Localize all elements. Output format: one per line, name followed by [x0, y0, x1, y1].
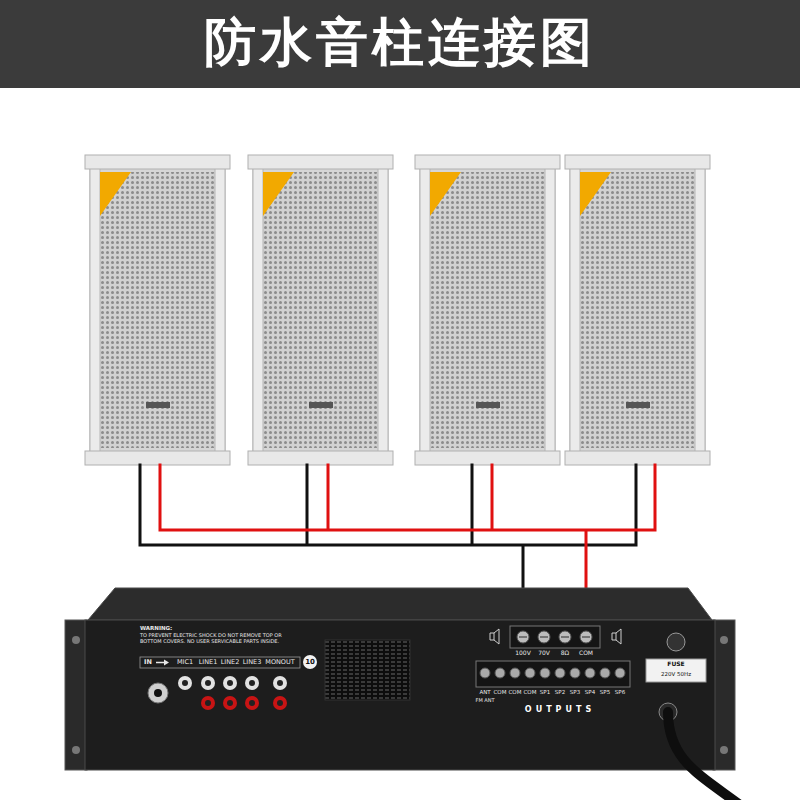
terminal-label: COM — [579, 650, 593, 657]
fuse-plate — [646, 659, 706, 682]
mic-jack — [148, 683, 168, 703]
rack-ear — [713, 620, 735, 770]
output-label: SP2 — [555, 689, 565, 695]
fuse-label: FUSE — [667, 661, 684, 668]
amplifier — [65, 588, 740, 800]
rca-jacks — [178, 676, 287, 710]
terminal-label: 100V — [515, 650, 531, 657]
callout-circle — [303, 655, 317, 669]
terminal-screws — [517, 631, 592, 643]
amp-top — [88, 588, 712, 620]
output-label: SP6 — [615, 689, 625, 695]
speaker-column — [248, 155, 393, 465]
output-label: SP4 — [585, 689, 595, 695]
output-label: ANT — [479, 689, 490, 695]
rack-hole — [72, 746, 80, 754]
fuse-rating: 220V 50Hz — [661, 671, 691, 677]
antenna-label: FM ANT — [476, 698, 495, 704]
amp-panel — [85, 620, 715, 770]
output-label: SP3 — [570, 689, 580, 695]
outputs-heading: OUTPUTS — [525, 705, 595, 714]
rack-ear — [65, 620, 87, 770]
rack-hole — [72, 636, 80, 644]
speaker-column — [415, 155, 560, 465]
rack-hole — [720, 636, 728, 644]
vent-grill — [325, 640, 410, 700]
terminal-label: 70V — [538, 650, 550, 657]
in-arrow — [156, 662, 164, 664]
power-cable — [668, 712, 740, 800]
output-label: COM — [524, 689, 537, 695]
terminal-label: 8Ω — [561, 650, 569, 657]
output-strip — [476, 661, 630, 687]
input-box — [140, 657, 300, 668]
output-label: COM — [494, 689, 507, 695]
input-label: LINE3 — [243, 659, 262, 666]
input-label: MIC1 — [177, 659, 193, 666]
in-arrow-head — [164, 660, 169, 666]
warning-text: TO PREVENT ELECTRIC SHOCK DO NOT REMOVE … — [140, 632, 292, 644]
terminal-block — [510, 626, 600, 648]
output-label: COM — [509, 689, 522, 695]
input-label: IN — [144, 659, 152, 666]
warning-title: WARNING: — [140, 625, 172, 631]
speaker-symbol — [490, 629, 621, 644]
callout-number: 10 — [305, 658, 315, 666]
output-label: SP1 — [540, 689, 550, 695]
rack-hole — [720, 746, 728, 754]
input-label: MONOUT — [265, 659, 294, 666]
output-label: SP5 — [600, 689, 610, 695]
output-screws — [480, 668, 625, 678]
speaker-column — [565, 155, 710, 465]
speaker-column — [85, 155, 230, 465]
fuse-holder — [667, 633, 685, 651]
mic-jack-hole — [154, 689, 162, 697]
title-text: 防水音柱连接图 — [0, 13, 800, 73]
input-label: LINE1 — [199, 659, 218, 666]
input-label: LINE2 — [221, 659, 240, 666]
